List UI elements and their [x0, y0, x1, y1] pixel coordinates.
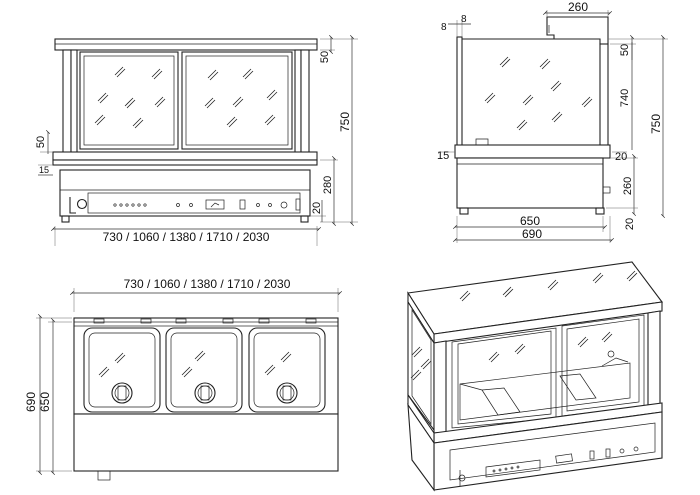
side-top-gap-b: 8	[461, 14, 467, 25]
isometric-view	[407, 261, 663, 492]
side-top-profile: 50	[619, 44, 631, 56]
side-depth-inner: 650	[520, 214, 540, 228]
top-depth-outer: 690	[24, 392, 38, 412]
side-shelf-left: 15	[437, 150, 449, 162]
front-shelf-gap: 15	[39, 165, 49, 175]
side-glass-height: 740	[619, 89, 631, 107]
front-top-profile: 50	[319, 51, 331, 63]
top-depth-inner: 650	[38, 392, 52, 412]
top-width-label: 730 / 1060 / 1380 / 1710 / 2030	[124, 277, 291, 291]
front-height-total: 750	[338, 112, 352, 132]
side-height-total: 750	[649, 114, 663, 134]
front-feet-height: 20	[311, 202, 323, 214]
top-view: 730 / 1060 / 1380 / 1710 / 2030	[24, 277, 342, 481]
side-depth-outer: 690	[522, 227, 542, 241]
front-base-height: 280	[322, 176, 334, 194]
side-shelf-right: 20	[615, 151, 627, 163]
front-width-label: 730 / 1060 / 1380 / 1710 / 2030	[103, 230, 270, 244]
side-view: 8 8 260 750 50 740 260 20 20 15 650 6	[437, 0, 668, 243]
side-base-height: 260	[622, 177, 634, 195]
side-top-gap-a: 8	[441, 22, 447, 33]
side-lamp-width: 260	[568, 0, 588, 14]
front-view: 730 / 1060 / 1380 / 1710 / 2030 750 50 2…	[35, 35, 358, 246]
side-feet-height: 20	[624, 218, 636, 230]
front-shelf-thickness: 50	[35, 136, 47, 148]
